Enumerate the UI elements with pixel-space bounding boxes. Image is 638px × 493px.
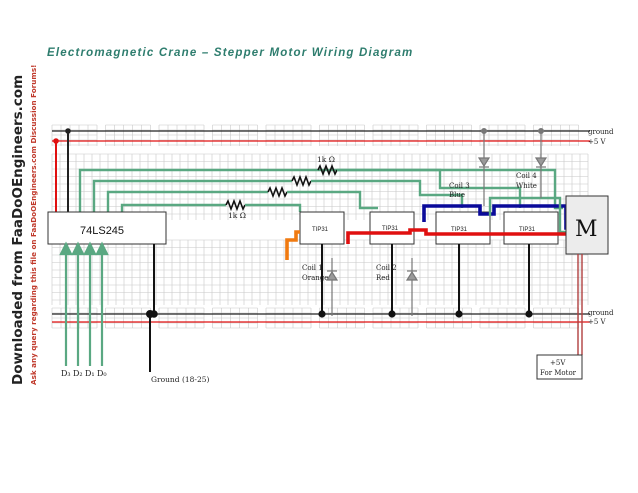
transistor-4-label: TIP31 — [519, 227, 536, 233]
transistor-2-label: TIP31 — [382, 226, 399, 232]
watermark-line1: Downloaded from FaaDoOEngineers.com — [10, 75, 26, 385]
resistor-3 — [267, 185, 288, 199]
top-plus5v-label: +5 V — [588, 138, 607, 146]
diode-4 — [534, 157, 548, 168]
watermark-line2: Ask any query regarding this file on Faa… — [29, 65, 38, 385]
ground-label: Ground (18-25) — [151, 375, 209, 384]
resistor-mid — [225, 198, 246, 212]
diode-2 — [405, 270, 419, 281]
input-label-d1: D₁ — [85, 369, 95, 378]
coil-1-orange-wire — [285, 230, 300, 260]
signal-wire-d0 — [120, 203, 226, 212]
ic-74ls245 — [47, 211, 167, 245]
resistor-top-label: 1k Ω — [317, 155, 335, 164]
top-ground-label: ground — [588, 128, 614, 136]
transistor-3 — [435, 211, 491, 245]
resistor-mid-label: 1k Ω — [228, 211, 246, 220]
resistors — [225, 163, 338, 212]
input-wires — [59, 241, 109, 366]
signal-wire-d2 — [92, 179, 292, 212]
motor-supply-box — [536, 354, 583, 380]
motor-supply-line1: +5V — [550, 359, 566, 367]
ic-supply-wires — [53, 128, 71, 212]
coil-4-name: Coil 4 — [516, 172, 537, 180]
stepper-motor — [565, 195, 609, 255]
coil-2-color: Red — [376, 274, 390, 282]
coil-4-white-wire — [488, 196, 574, 234]
flyback-diodes — [325, 128, 548, 316]
input-label-d3: D₃ — [61, 369, 71, 378]
diode-3 — [477, 157, 491, 168]
ic-label: 74LS245 — [80, 225, 124, 237]
watermark: Downloaded from FaaDoOEngineers.com Ask … — [10, 65, 38, 385]
resistor-2 — [291, 174, 312, 188]
diode-1 — [325, 270, 339, 281]
breadboard-bottom-grid — [51, 307, 579, 329]
bottom-ground-label: ground — [588, 309, 614, 317]
emitter-wires — [318, 244, 533, 318]
transistors: TIP31 TIP31 TIP31 TIP31 — [299, 211, 559, 245]
base-wires — [245, 168, 522, 212]
ic-bottom-ground-wire — [146, 244, 158, 372]
transistor-3-label: TIP31 — [451, 227, 468, 233]
motor-label: M — [575, 217, 598, 242]
breadboard-top-grid — [51, 124, 579, 146]
coil-3-name: Coil 3 — [449, 182, 470, 190]
input-label-d2: D₂ — [73, 369, 83, 378]
coil-3-color: Blue — [449, 191, 465, 199]
coil-1-name: Coil 1 — [302, 264, 323, 272]
coil-4-color: White — [516, 182, 537, 190]
transistor-1-label: TIP31 — [312, 227, 329, 233]
resistor-top — [317, 163, 338, 177]
transistor-1 — [299, 211, 345, 245]
diagram-title: Electromagnetic Crane – Stepper Motor Wi… — [47, 47, 413, 59]
coil-2-name: Coil 2 — [376, 264, 397, 272]
motor-supply-line2: For Motor — [540, 369, 577, 377]
transistor-4 — [503, 211, 559, 245]
coil-1-color: Orange — [302, 274, 328, 282]
transistor-2 — [369, 211, 415, 245]
signal-wire-d1 — [106, 190, 268, 212]
bottom-plus5v-label: +5 V — [588, 318, 607, 326]
input-label-d0: D₀ — [97, 369, 107, 378]
